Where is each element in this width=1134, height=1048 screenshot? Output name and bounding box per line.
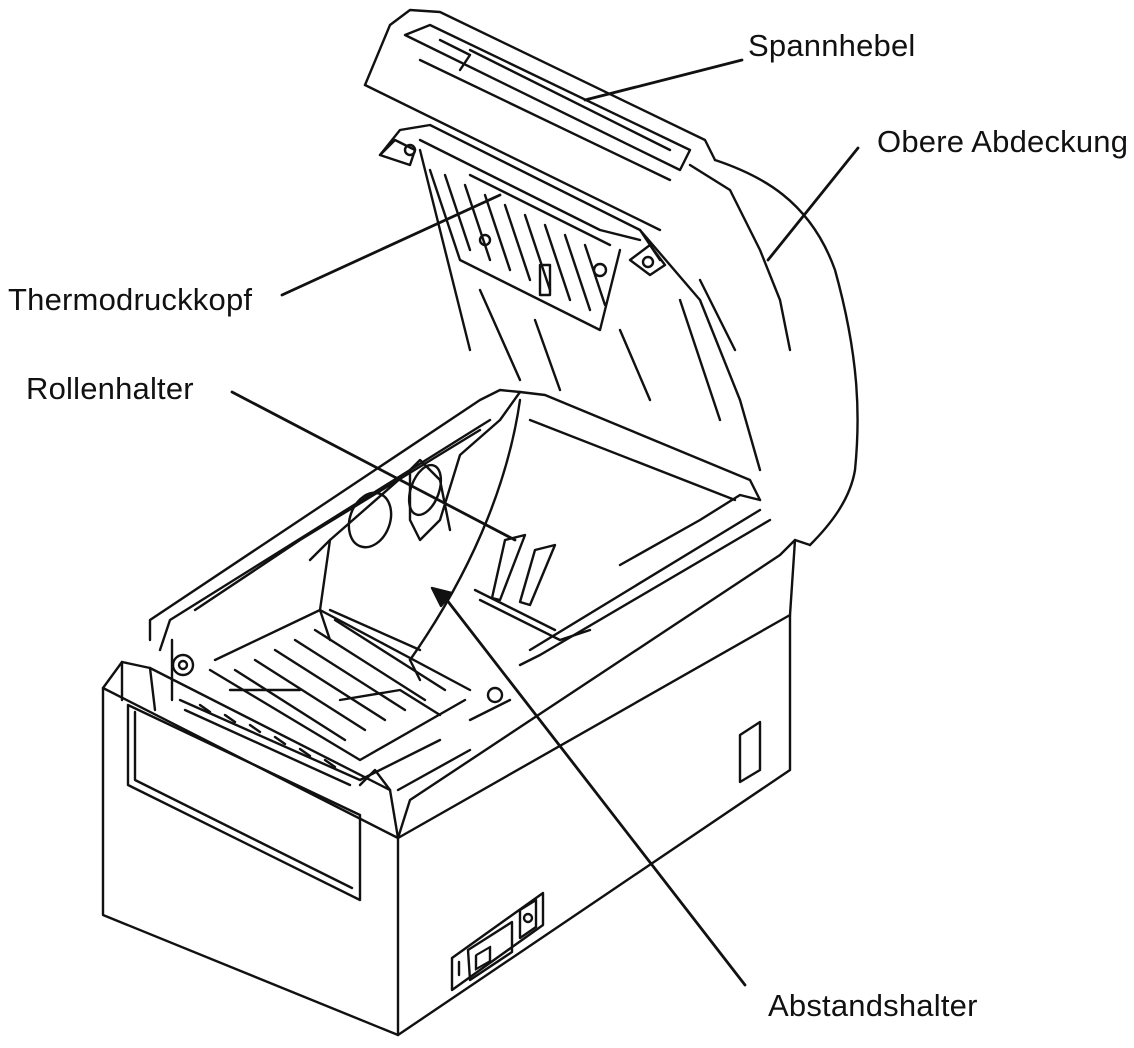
leader-abstandshalter	[441, 593, 747, 987]
spacer-curve	[408, 398, 522, 662]
leader-spannhebel	[583, 58, 744, 102]
arrow-head	[430, 586, 454, 608]
side-slot	[738, 720, 762, 784]
lever-bar	[403, 23, 692, 172]
leader-lines	[230, 58, 860, 987]
paper-compartment	[148, 388, 772, 792]
label-rollenhalter: Rollenhalter	[26, 371, 194, 406]
label-obere-abdeckung: Obere Abdeckung	[877, 124, 1129, 159]
front-window	[126, 703, 362, 902]
leader-rollenhalter	[230, 390, 517, 542]
printer-base	[101, 538, 797, 1037]
label-abstandshalter: Abstandshalter	[768, 988, 978, 1023]
print-head	[418, 138, 642, 332]
roll-holder-left	[308, 390, 522, 562]
label-thermodruckkopf: Thermodruckkopf	[8, 282, 253, 317]
leader-obere-abdeckung	[766, 146, 860, 262]
upper-cover	[363, 8, 859, 547]
base-side-face	[396, 613, 792, 1037]
label-spannhebel: Spannhebel	[748, 28, 916, 63]
leader-thermodruckkopf	[280, 193, 502, 297]
connector-panel	[450, 891, 545, 992]
